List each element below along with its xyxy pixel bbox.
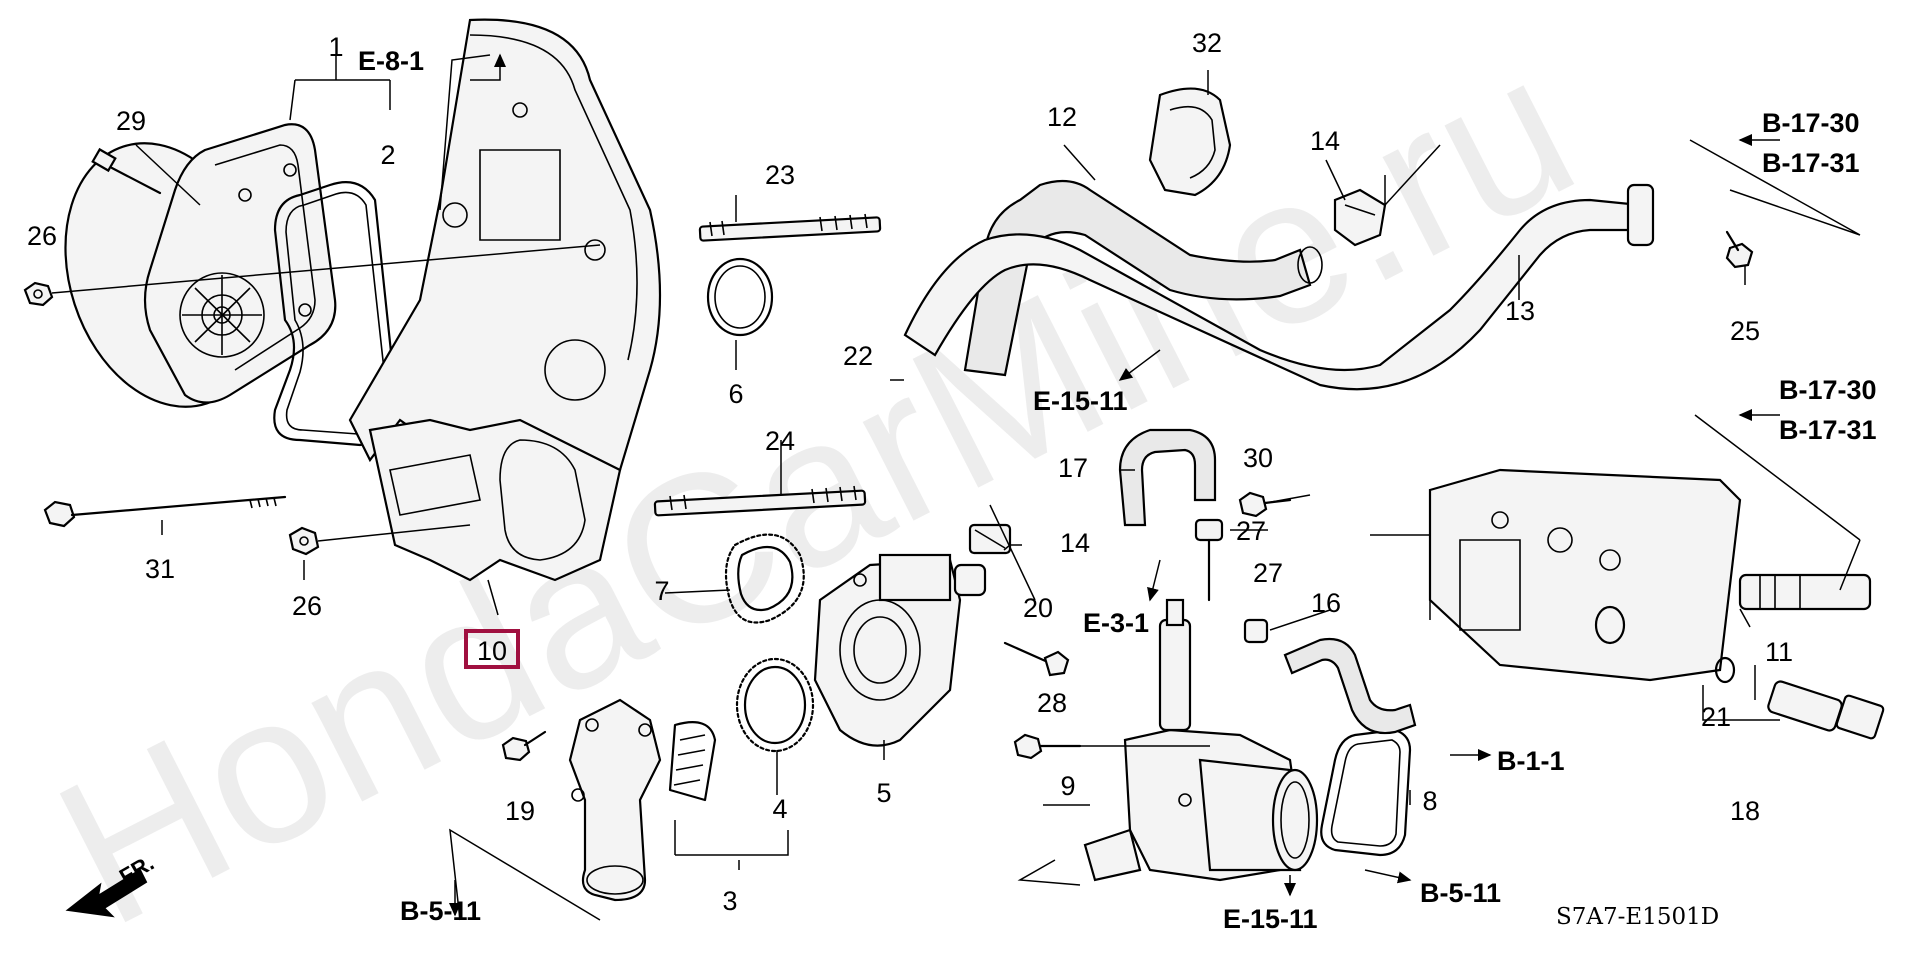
part-number-19: 19 <box>505 796 535 826</box>
washer-21 <box>1714 656 1736 684</box>
part-number-4: 4 <box>772 794 787 824</box>
hose-17 <box>1118 428 1217 527</box>
part-number-18: 18 <box>1730 796 1760 826</box>
ref-b-17-30-upper: B-17-30 <box>1762 108 1860 138</box>
ref-e-3-1: E-3-1 <box>1083 608 1149 638</box>
hose-12 <box>963 179 1312 377</box>
bolt-19 <box>501 730 547 762</box>
thermostat-cover-3 <box>568 698 662 902</box>
ref-e-15-11-upper: E-15-11 <box>1033 386 1128 416</box>
ref-b-17-31-lower: B-17-31 <box>1779 415 1877 445</box>
part-number-13: 13 <box>1505 296 1535 326</box>
bolt-29 <box>91 147 162 195</box>
part-10-highlight <box>464 629 520 669</box>
part-number-17: 17 <box>1058 453 1088 483</box>
thermostat-housing-9 <box>1083 598 1319 882</box>
clamp-32 <box>1148 87 1232 197</box>
clip-27-upper <box>1194 518 1224 602</box>
part-number-31: 31 <box>145 554 175 584</box>
clip-27-lower <box>1243 618 1269 644</box>
part-number-32: 32 <box>1192 28 1222 58</box>
part-number-20: 20 <box>1023 593 1053 623</box>
pump-gasket <box>273 181 397 447</box>
sensor-11 <box>1738 573 1872 611</box>
stud-24 <box>653 485 867 517</box>
reference-arrows <box>449 53 1780 917</box>
leader-lines <box>51 54 1861 921</box>
part-number-26-lower: 26 <box>292 591 322 621</box>
clip-14-lower <box>968 523 1012 555</box>
part-number-11: 11 <box>1765 637 1793 667</box>
part-number-12: 12 <box>1047 102 1077 132</box>
part-number-27-upper: 27 <box>1236 516 1266 546</box>
part-number-16: 16 <box>1311 588 1341 618</box>
part-number-22: 22 <box>843 341 873 371</box>
water-outlet-bracket <box>368 418 622 582</box>
cylinder-head-section <box>1428 468 1742 682</box>
clamp-14-upper <box>1333 188 1387 247</box>
part-number-28: 28 <box>1037 688 1067 718</box>
ref-b-5-11-right: B-5-11 <box>1420 878 1501 908</box>
reference-labels: E-8-1 B-17-30 B-17-31 B-17-30 B-17-31 E-… <box>358 46 1877 934</box>
gasket-ring-4 <box>735 657 815 753</box>
sensor-18 <box>1767 680 1885 740</box>
pipe-13 <box>903 198 1642 391</box>
nut-26-lower <box>288 526 320 556</box>
water-passage-5 <box>813 553 987 747</box>
ref-b-17-31-upper: B-17-31 <box>1762 148 1860 178</box>
part-number-labels: 1 2 3 4 5 6 7 8 9 10 11 12 13 14 14 16 1… <box>27 28 1793 916</box>
thermostat <box>668 721 717 802</box>
ref-e-8-1: E-8-1 <box>358 46 424 76</box>
part-number-5: 5 <box>876 778 891 808</box>
part-number-8: 8 <box>1422 786 1437 816</box>
diagram-code: S7A7-E1501D <box>1556 904 1719 930</box>
part-number-23: 23 <box>765 160 795 190</box>
bolt-25 <box>1725 230 1754 269</box>
part-number-29: 29 <box>116 106 146 136</box>
water-pump <box>64 123 337 408</box>
o-ring-6 <box>706 257 774 337</box>
part-number-10: 10 <box>477 636 507 666</box>
part-number-6: 6 <box>728 379 743 409</box>
bolt-31 <box>43 495 287 528</box>
part-number-9: 9 <box>1060 771 1075 801</box>
part-number-26-upper: 26 <box>27 221 57 251</box>
nut-26-upper <box>23 281 54 307</box>
hose-16 <box>1283 637 1417 735</box>
part-number-25: 25 <box>1730 316 1760 346</box>
part-number-30: 30 <box>1243 443 1273 473</box>
part-number-3: 3 <box>722 886 737 916</box>
part-number-27-lower: 27 <box>1253 558 1283 588</box>
gasket-8 <box>1320 728 1412 857</box>
ref-b-5-11-left: B-5-11 <box>400 896 481 926</box>
part-number-21: 21 <box>1701 702 1731 732</box>
gasket-7 <box>724 533 805 624</box>
part-number-2: 2 <box>380 140 395 170</box>
part-number-1: 1 <box>328 32 343 62</box>
part-number-7: 7 <box>654 576 669 606</box>
stud-23 <box>698 213 882 242</box>
ref-e-15-11-lower: E-15-11 <box>1223 904 1318 934</box>
ref-b-1-1: B-1-1 <box>1497 746 1565 776</box>
part-number-14-lower: 14 <box>1060 528 1090 558</box>
bolt-20 <box>1003 641 1070 677</box>
bolt-30 <box>1238 491 1292 518</box>
part-number-24: 24 <box>765 426 795 456</box>
ref-b-17-30-lower: B-17-30 <box>1779 375 1877 405</box>
part-number-14-upper: 14 <box>1310 126 1340 156</box>
